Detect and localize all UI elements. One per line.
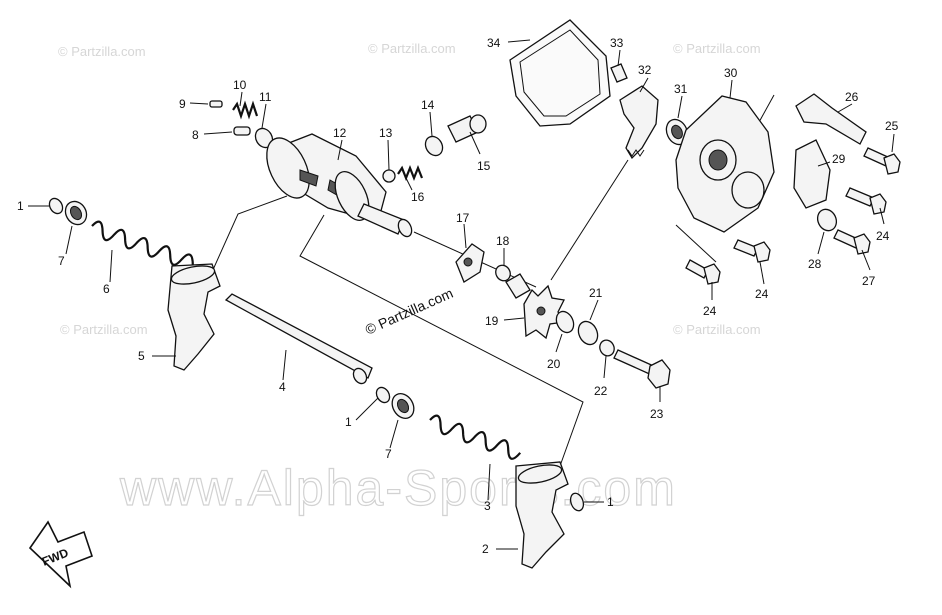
label-part-6: 6 [103, 282, 110, 296]
label-part-5: 5 [138, 349, 145, 363]
shift-fork-5 [167, 263, 221, 371]
label-part-24-lower: 24 [703, 304, 717, 318]
label-part-16: 16 [411, 190, 425, 204]
label-part-34: 34 [487, 36, 501, 50]
label-part-11: 11 [259, 90, 272, 104]
label-part-20: 20 [547, 357, 561, 371]
label-part-15: 15 [477, 159, 491, 173]
shift-drum-12 [266, 133, 413, 238]
fwd-arrow-icon: FWD [28, 520, 94, 589]
oil-seal-31 [665, 118, 689, 146]
label-part-1-middle: 1 [345, 415, 352, 429]
label-part-12: 12 [333, 126, 347, 140]
shift-shaft-32 [619, 85, 659, 160]
label-part-27: 27 [862, 274, 876, 288]
spring-3 [429, 414, 522, 460]
label-part-3: 3 [484, 499, 491, 513]
label-part-33: 33 [610, 36, 624, 50]
label-part-14: 14 [421, 98, 435, 112]
watermark-top-left: © Partzilla.com [58, 44, 146, 59]
label-part-32: 32 [638, 63, 652, 77]
label-part-17: 17 [456, 211, 470, 225]
label-part-24-middle: 24 [755, 287, 769, 301]
lever-26 [795, 93, 867, 145]
watermark-mid-right: © Partzilla.com [673, 322, 761, 337]
spring-6 [91, 220, 194, 266]
label-part-28: 28 [808, 257, 822, 271]
collar-7-middle [391, 393, 415, 419]
label-part-22: 22 [594, 384, 608, 398]
label-part-1-right: 1 [607, 495, 614, 509]
label-part-21: 21 [589, 286, 603, 300]
label-part-31: 31 [674, 82, 688, 96]
bolt-15 [447, 114, 487, 143]
ball-13 [382, 169, 396, 183]
label-part-29: 29 [832, 152, 846, 166]
label-part-23: 23 [650, 407, 664, 421]
label-part-7: 7 [58, 254, 65, 268]
bracket-29 [793, 139, 831, 209]
watermark-mid-left: © Partzilla.com [60, 322, 148, 337]
gasket-34 [509, 19, 611, 127]
collar-7-left [64, 200, 88, 226]
partzilla-credit: © Partzilla.com [363, 285, 456, 338]
cover-30 [675, 95, 775, 233]
circlip-1-right [569, 492, 585, 512]
watermark-top-right: © Partzilla.com [673, 41, 761, 56]
bolt-23 [613, 349, 671, 389]
label-part-4: 4 [279, 380, 286, 394]
watermark-top-center: © Partzilla.com [368, 41, 456, 56]
circlip-1-middle [375, 386, 391, 404]
spring-10 [232, 100, 259, 120]
collar-18b [505, 273, 531, 299]
collar-21 [577, 320, 599, 346]
label-part-24-upper: 24 [876, 229, 890, 243]
dowel-33 [610, 63, 628, 83]
label-part-26: 26 [845, 90, 859, 104]
label-part-8: 8 [192, 128, 199, 142]
circlip-1-left [48, 197, 64, 215]
label-part-9: 9 [179, 97, 186, 111]
star-cam-19 [523, 284, 566, 340]
plate-17 [455, 243, 485, 283]
pin-8 [233, 126, 251, 136]
label-part-7-middle: 7 [385, 447, 392, 461]
label-part-2: 2 [482, 542, 489, 556]
label-part-18: 18 [496, 234, 510, 248]
label-part-1: 1 [17, 199, 24, 213]
washer-14 [424, 135, 444, 157]
watermark-alpha-sports: www.Alpha-Sports.com [119, 460, 677, 516]
label-part-30: 30 [724, 66, 738, 80]
label-part-19: 19 [485, 314, 499, 328]
label-leaders [28, 39, 895, 550]
label-part-25: 25 [885, 119, 899, 133]
washer-18 [495, 264, 511, 282]
washer-20 [555, 310, 575, 334]
bolt-25 [863, 147, 901, 175]
label-part-13: 13 [379, 126, 393, 140]
shift-fork-2 [515, 461, 569, 569]
bolt-24-middle [733, 239, 771, 263]
washer-22 [599, 339, 615, 357]
part-labels: 1 7 6 5 4 1 7 3 1 2 9 10 11 8 12 13 14 1… [17, 36, 899, 556]
label-part-10: 10 [233, 78, 247, 92]
spring-16 [397, 165, 424, 181]
bolt-24-lower [685, 259, 721, 285]
shift-shaft-4 [224, 293, 373, 385]
bolt-27 [833, 229, 871, 255]
pin-9 [209, 100, 223, 108]
washer-28 [816, 208, 838, 232]
bolt-24-upper [845, 187, 887, 215]
